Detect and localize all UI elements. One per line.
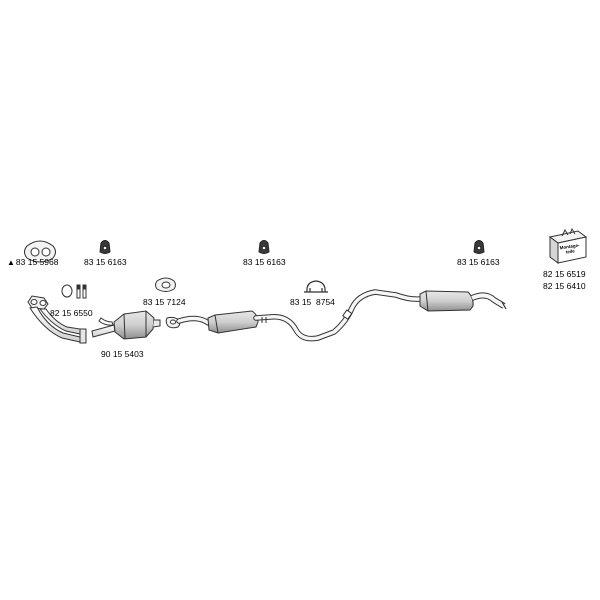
- gasket-part-icon: [24, 240, 56, 263]
- warning-triangle-icon: ▲: [7, 258, 15, 267]
- clamp-icon: [304, 280, 328, 293]
- mounting-kit-1-label: 82 15 6519: [543, 269, 586, 279]
- rubber-hanger-icon: [99, 240, 111, 254]
- rubber-hanger-icon: [473, 240, 485, 254]
- hanger-2-label: 83 15 6163: [243, 257, 286, 267]
- rubber-hanger-icon: [258, 240, 270, 254]
- connector-pipe-icon: [91, 317, 116, 338]
- seal-kit-icon: [61, 284, 87, 299]
- hanger-3-label: 83 15 6163: [457, 257, 500, 267]
- hanger-1-label: 83 15 6163: [84, 257, 127, 267]
- front-pipe-icon: [27, 295, 87, 344]
- gasket-part-label: ▲83 15 5968: [7, 257, 59, 267]
- pipe-flange-icon: [165, 316, 181, 329]
- hanger-stub-icon: [261, 317, 267, 323]
- clamp-label: 83 15 8754: [290, 297, 335, 307]
- pipe-joint-icon: [342, 309, 353, 320]
- mounting-kit-2-label: 82 15 6410: [543, 281, 586, 291]
- catalytic-converter-icon: [113, 310, 161, 340]
- mounting-kit-box-icon: [548, 227, 588, 264]
- flange-gasket-label: 83 15 7124: [143, 297, 186, 307]
- seal-kit-label: 82 15 6550: [50, 308, 93, 318]
- rear-muffler-icon: [419, 290, 474, 312]
- flange-gasket-icon: [155, 277, 176, 292]
- centre-muffler-icon: [207, 310, 259, 334]
- front-pipe-label: 90 15 5403: [101, 349, 144, 359]
- mid-pipe-icon: [253, 289, 423, 342]
